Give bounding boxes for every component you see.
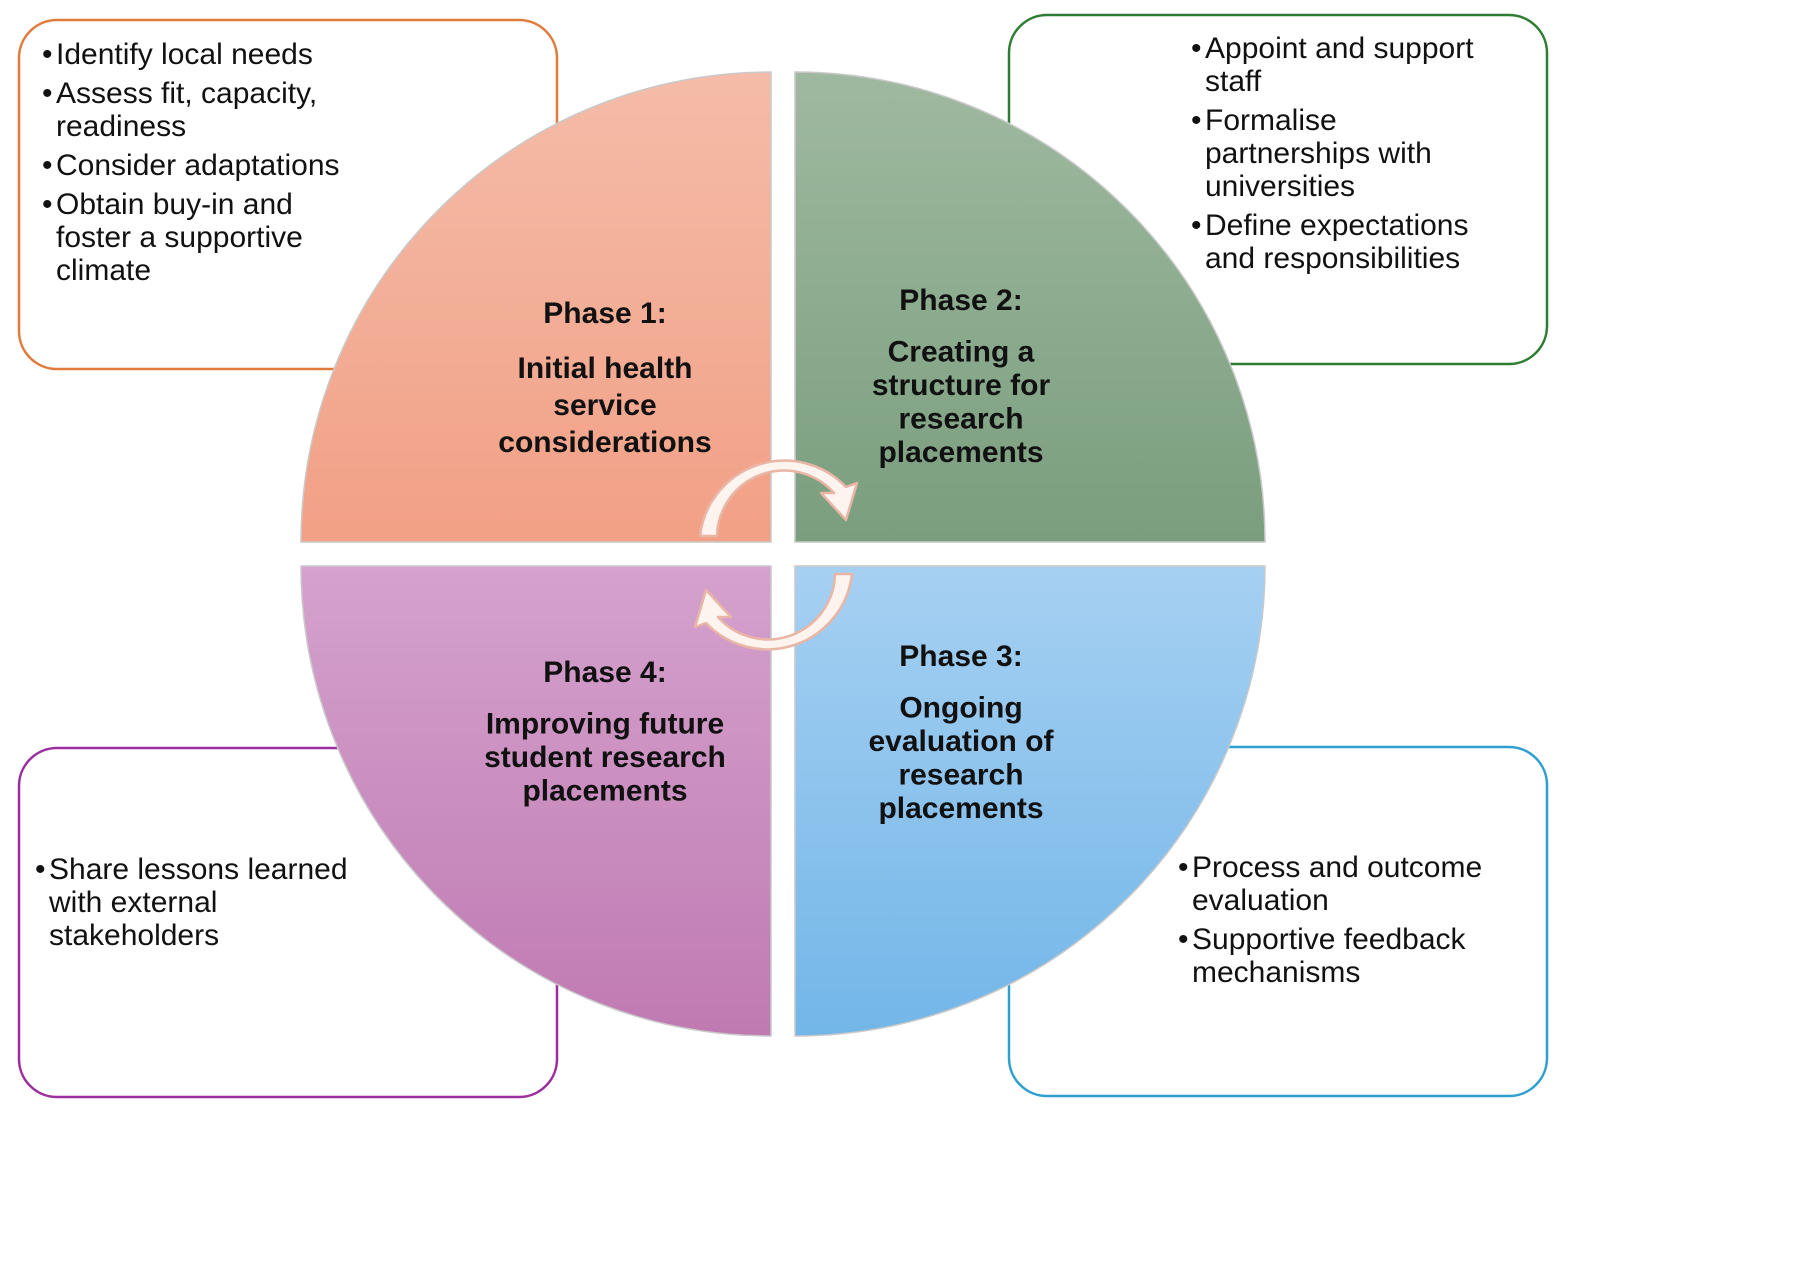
phase3-quadrant	[794, 565, 1266, 1037]
phase4-quadrant	[300, 565, 772, 1037]
phase4-bullet-text: with external	[48, 886, 217, 919]
phase4-title-line: Improving future	[486, 708, 724, 741]
phase1-bullet-text: Consider adaptations	[56, 149, 340, 182]
bullet-marker: •	[42, 77, 53, 110]
phase1-quadrant	[300, 71, 772, 543]
phase2-quadrant	[794, 71, 1266, 543]
phase3-title-line: Ongoing	[899, 692, 1022, 725]
phase1-bullet-list: •Identify local needs•Assess fit, capaci…	[42, 38, 340, 287]
phase3-bullet-text: evaluation	[1192, 884, 1329, 917]
phase2-bullet-list: •Appoint and supportstaff•Formalisepartn…	[1191, 32, 1474, 275]
phase3-bullet-list: •Process and outcomeevaluation•Supportiv…	[1178, 851, 1482, 989]
phase2-bullet-text: Appoint and support	[1205, 32, 1474, 65]
phase3-heading: Phase 3:	[899, 640, 1022, 673]
phase2-bullet-text: partnerships with	[1205, 137, 1432, 170]
phase1-heading: Phase 1:	[543, 297, 666, 330]
phase1-title-line: service	[553, 389, 656, 422]
research-placement-cycle-diagram: Phase 1: Initial health service considerati…	[17, 13, 1549, 1099]
phase2-bullet-text: universities	[1205, 170, 1355, 203]
phase4-title-line: placements	[522, 775, 687, 808]
phase2-bullet-text: Define expectations	[1205, 209, 1469, 242]
bullet-marker: •	[1178, 851, 1189, 884]
bullet-marker: •	[42, 149, 53, 182]
phase3-title-line: evaluation of	[868, 725, 1054, 758]
bullet-marker: •	[1191, 32, 1202, 65]
bullet-marker: •	[1178, 923, 1189, 956]
phase3-title-line: placements	[878, 792, 1043, 825]
phase2-bullet-text: and responsibilities	[1205, 242, 1460, 275]
phase3-bullet-text: Supportive feedback	[1192, 923, 1467, 956]
phase4-title-line: student research	[484, 741, 726, 774]
cycle-arrow-top-icon	[698, 459, 859, 538]
phase3-bullet-text: Process and outcome	[1192, 851, 1482, 884]
phase3-bullet-text: mechanisms	[1192, 956, 1360, 989]
phase1-bullet-text: readiness	[56, 110, 186, 143]
phase2-title-line: research	[898, 403, 1023, 436]
phase1-bullet-text: climate	[56, 254, 151, 287]
bullet-marker: •	[42, 38, 53, 71]
phase1-bullet-text: Assess fit, capacity,	[56, 77, 317, 110]
phase3-title-line: research	[898, 759, 1023, 792]
diagram-canvas: Phase 1: Initial health service considerati…	[17, 13, 1549, 1099]
phase1-bullet-text: Identify local needs	[56, 38, 313, 71]
phase1-bullet-text: foster a supportive	[56, 221, 303, 254]
bullet-marker: •	[35, 853, 46, 886]
phase2-title-line: structure for	[872, 369, 1051, 402]
phase1-title: Phase 1: Initial health service considerati…	[498, 297, 711, 459]
phase2-bullet-text: Formalise	[1205, 104, 1337, 137]
phase4-bullet-text: stakeholders	[49, 919, 219, 952]
bullet-marker: •	[1191, 209, 1202, 242]
phase2-bullet-text: staff	[1205, 65, 1262, 98]
phase2-title-line: Creating a	[888, 336, 1035, 369]
phase1-title-line: considerations	[498, 426, 711, 459]
phase1-title-line: Initial health	[517, 352, 692, 385]
phase4-bullet-text: Share lessons learned	[49, 853, 348, 886]
cycle-arrow-bottom-icon	[693, 572, 854, 651]
phase4-heading: Phase 4:	[543, 656, 666, 689]
phase2-title-line: placements	[878, 436, 1043, 469]
phase2-heading: Phase 2:	[899, 284, 1022, 317]
bullet-marker: •	[1191, 104, 1202, 137]
phase1-bullet-text: Obtain buy-in and	[56, 188, 293, 221]
bullet-marker: •	[42, 188, 53, 221]
